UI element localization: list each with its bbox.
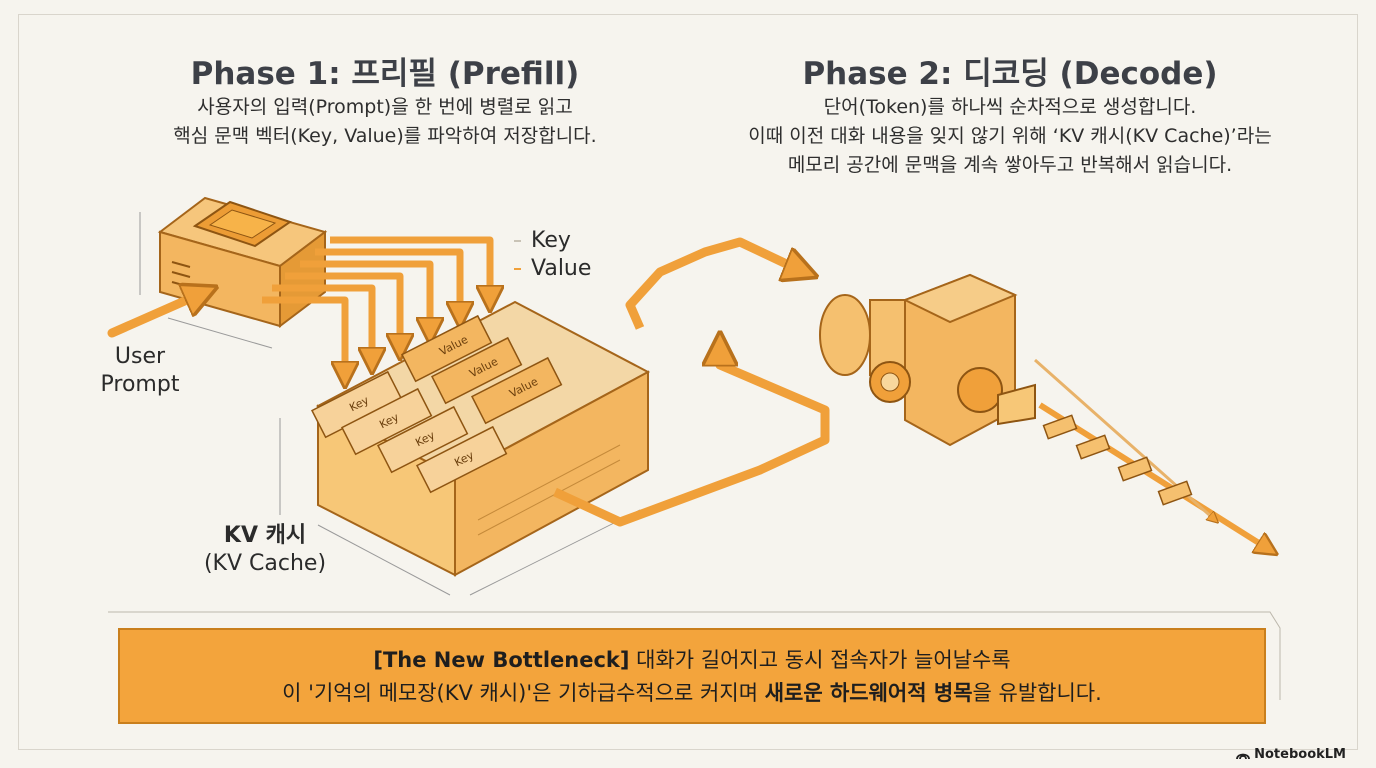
banner-line1-text: 대화가 길어지고 동시 접속자가 늘어날수록 [629, 648, 1011, 672]
output-token-stream [1034, 358, 1270, 550]
legend-key-label: Key [531, 228, 571, 253]
page-frame [18, 14, 1358, 750]
cache-read-arrow [553, 345, 830, 527]
value-block: Value [430, 336, 523, 405]
notebooklm-logo-icon [1236, 753, 1251, 759]
phase1-description: 사용자의 입력(Prompt)을 한 번에 병렬로 읽고 핵심 문맥 벡터(Ke… [140, 93, 630, 151]
phase2-desc-line: 메모리 공간에 문맥을 계속 쌓아두고 반복해서 읽습니다. [787, 154, 1233, 176]
legend-value-label: Value [531, 256, 592, 281]
phase1-desc-line: 핵심 문맥 벡터(Key, Value)를 파악하여 저장합니다. [173, 125, 597, 147]
decoder-engine-icon [819, 273, 1036, 447]
cache-write-arrow [625, 237, 805, 330]
banner-line-1: [The New Bottleneck] 대화가 길어지고 동시 접속자가 늘어… [120, 644, 1264, 677]
value-block: Value [470, 356, 563, 425]
legend-value: Value [514, 256, 591, 281]
key-block: Key [415, 425, 508, 494]
phase1-desc-line: 사용자의 입력(Prompt)을 한 번에 병렬로 읽고 [197, 96, 573, 118]
legend-key: Key [514, 228, 571, 253]
phase1-title: Phase 1: 프리필 (Prefill) [190, 56, 580, 92]
notebooklm-brand: NotebookLM [1236, 747, 1346, 762]
legend-value-swatch [514, 268, 521, 270]
banner-emphasis: 새로운 하드웨어적 병목 [764, 681, 973, 705]
user-prompt-arrow [107, 292, 205, 338]
phase2-title: Phase 2: 디코딩 (Decode) [802, 56, 1218, 92]
key-block: Key [340, 387, 433, 456]
phase2-desc-line: 이때 이전 대화 내용을 잊지 않기 위해 ‘KV 캐시(KV Cache)’라… [748, 125, 1272, 147]
user-prompt-label-line: User [114, 344, 166, 369]
phase2-desc-line: 단어(Token)를 하나씩 순차적으로 생성합니다. [823, 96, 1197, 118]
phase2-description: 단어(Token)를 하나씩 순차적으로 생성합니다. 이때 이전 대화 내용을… [690, 93, 1330, 180]
brand-name: NotebookLM [1254, 747, 1346, 762]
banner-text: [The New Bottleneck] 대화가 길어지고 동시 접속자가 늘어… [120, 644, 1264, 710]
legend-key-swatch [514, 240, 521, 242]
value-block: Value [400, 314, 493, 383]
banner-highlight: [The New Bottleneck] [373, 648, 630, 672]
bottleneck-banner: [The New Bottleneck] 대화가 길어지고 동시 접속자가 늘어… [118, 628, 1266, 724]
kv-cache-label-main: KV 캐시 [223, 523, 307, 548]
kv-cache-label: KV 캐시 (KV Cache) [195, 522, 335, 578]
banner-line2-end: 을 유발합니다. [972, 681, 1102, 705]
kv-cache-label-sub: (KV Cache) [203, 551, 327, 576]
banner-border-decoration [108, 611, 1281, 700]
user-prompt-label-line: Prompt [100, 372, 180, 397]
banner-line-2: 이 '기억의 메모장(KV 캐시)'은 기하급수적으로 커지며 새로운 하드웨어… [120, 677, 1264, 710]
user-prompt-label: User Prompt [100, 343, 180, 399]
key-block: Key [376, 405, 469, 474]
banner-line2-start: 이 '기억의 메모장(KV 캐시)'은 기하급수적으로 커지며 [282, 681, 765, 705]
kv-flow-arrows [262, 236, 490, 378]
